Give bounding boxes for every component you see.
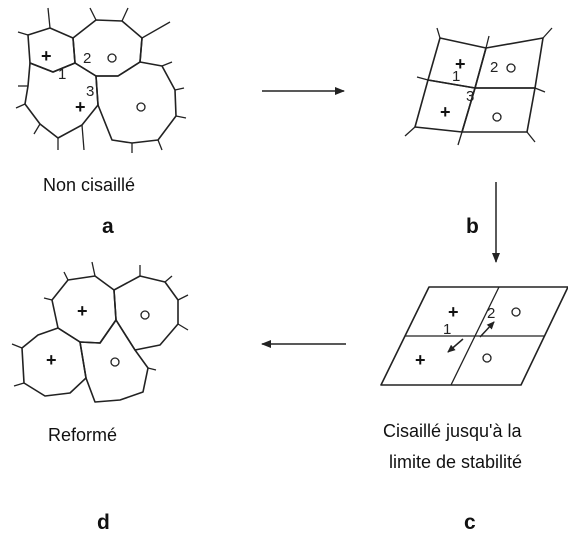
panel-c-circle-2 xyxy=(482,353,492,363)
panel-c-label-2: 2 xyxy=(487,305,495,322)
panel-c-slip-arrow-down xyxy=(447,338,464,353)
panel-c-circle-1 xyxy=(511,307,521,317)
panel-c-caption-line1: Cisaillé jusqu'à la xyxy=(383,421,522,441)
panel-c-slip-arrow-up xyxy=(479,321,495,338)
panel-a-label-1: 1 xyxy=(58,66,66,83)
panel-d-circle-2 xyxy=(110,357,120,367)
panel-c-plus-1: + xyxy=(448,302,459,322)
panel-c-label-1: 1 xyxy=(443,321,451,338)
panel-b-circle-2 xyxy=(492,112,502,122)
panel-b-label-1: 1 xyxy=(452,68,460,85)
panel-a-cells xyxy=(24,19,177,144)
panel-d: + + Reformé d xyxy=(11,261,189,534)
panel-c-caption-line2: limite de stabilité xyxy=(389,452,522,472)
panel-b-stubs xyxy=(404,27,553,146)
panel-b: + + 1 2 3 b xyxy=(404,27,553,238)
panel-c-letter: c xyxy=(464,511,476,534)
panel-a-plus-2: + xyxy=(75,97,86,117)
panel-c: + + 1 2 Cisaillé jusqu'à la limite de st… xyxy=(380,286,568,534)
panel-b-label-3: 3 xyxy=(466,88,474,105)
panel-b-plus-2: + xyxy=(440,102,451,122)
panel-b-label-2: 2 xyxy=(490,59,498,76)
panel-a-letter: a xyxy=(102,215,114,238)
panel-d-caption: Reformé xyxy=(48,425,117,445)
panel-a-label-2: 2 xyxy=(83,50,91,67)
panel-a-label-3: 3 xyxy=(86,83,94,100)
panel-d-stubs xyxy=(11,261,189,387)
panel-b-letter: b xyxy=(466,215,479,238)
panel-a-circle-1 xyxy=(107,53,117,63)
panel-a: + + 1 2 3 Non cisaillé a xyxy=(15,7,187,238)
panel-a-stubs xyxy=(15,7,187,153)
panel-d-circle-1 xyxy=(140,310,150,320)
panel-a-caption: Non cisaillé xyxy=(43,175,135,195)
panel-a-plus-1: + xyxy=(41,46,52,66)
panel-b-plus-1: + xyxy=(455,54,466,74)
panel-b-circle-1 xyxy=(506,63,516,73)
panel-d-plus-2: + xyxy=(46,350,57,370)
panel-d-letter: d xyxy=(97,511,110,534)
panel-c-plus-2: + xyxy=(415,350,426,370)
panel-a-circle-2 xyxy=(136,102,146,112)
panel-d-plus-1: + xyxy=(77,301,88,321)
